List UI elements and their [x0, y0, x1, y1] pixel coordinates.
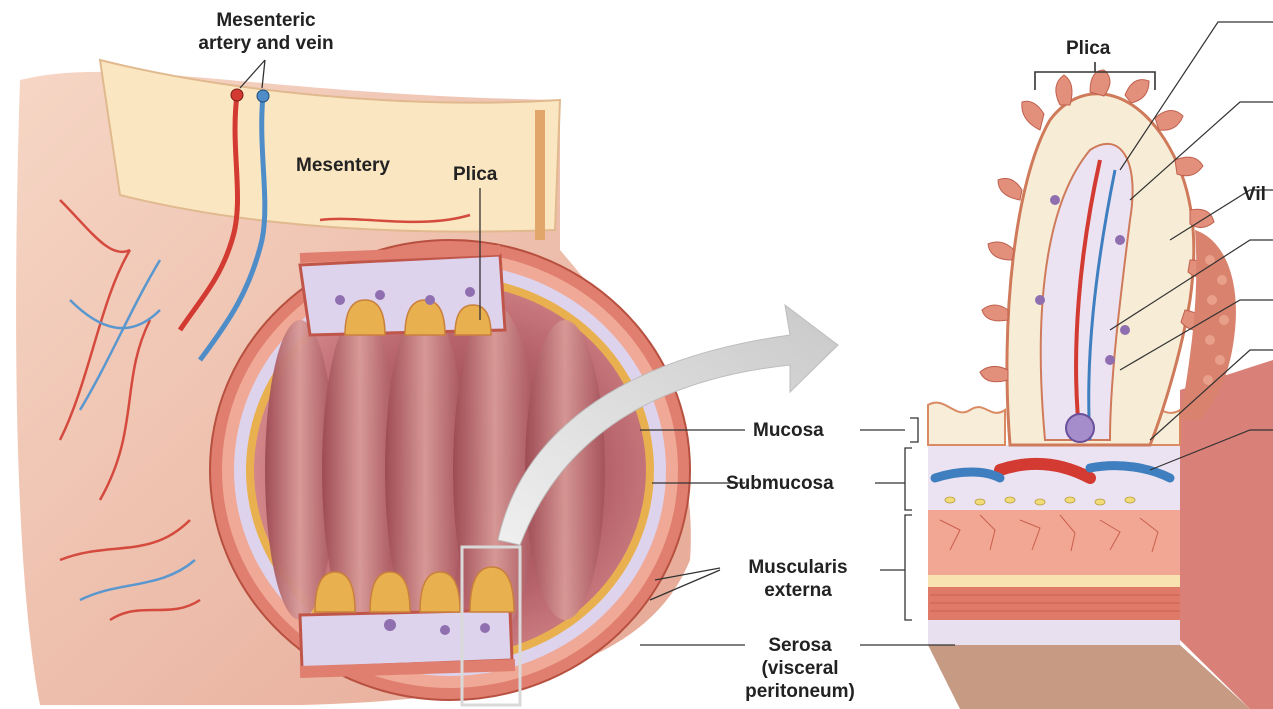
label-mesentery: Mesentery [296, 154, 390, 177]
label-plica-right: Plica [1066, 37, 1110, 60]
label-submucosa: Submucosa [726, 472, 834, 495]
mesentery-sheet [100, 60, 560, 232]
label-serosa-line3: peritoneum) [735, 680, 865, 703]
label-plica-left: Plica [453, 163, 497, 186]
label-muscularis-externa: Muscularis externa [728, 556, 868, 602]
label-serosa: Serosa (visceral peritoneum) [735, 634, 865, 703]
label-mesenteric-line2: artery and vein [186, 32, 346, 55]
label-muscularis-line1: Muscularis [728, 556, 868, 579]
label-villi-partial: Vil [1243, 183, 1266, 206]
label-mesenteric-vessels: Mesenteric artery and vein [186, 9, 346, 55]
label-serosa-line1: Serosa [735, 634, 865, 657]
label-mucosa: Mucosa [753, 419, 824, 442]
label-serosa-line2: (visceral [735, 657, 865, 680]
label-muscularis-line2: externa [728, 579, 868, 602]
tissue-block [928, 22, 1273, 709]
label-mesenteric-line1: Mesenteric [186, 9, 346, 32]
